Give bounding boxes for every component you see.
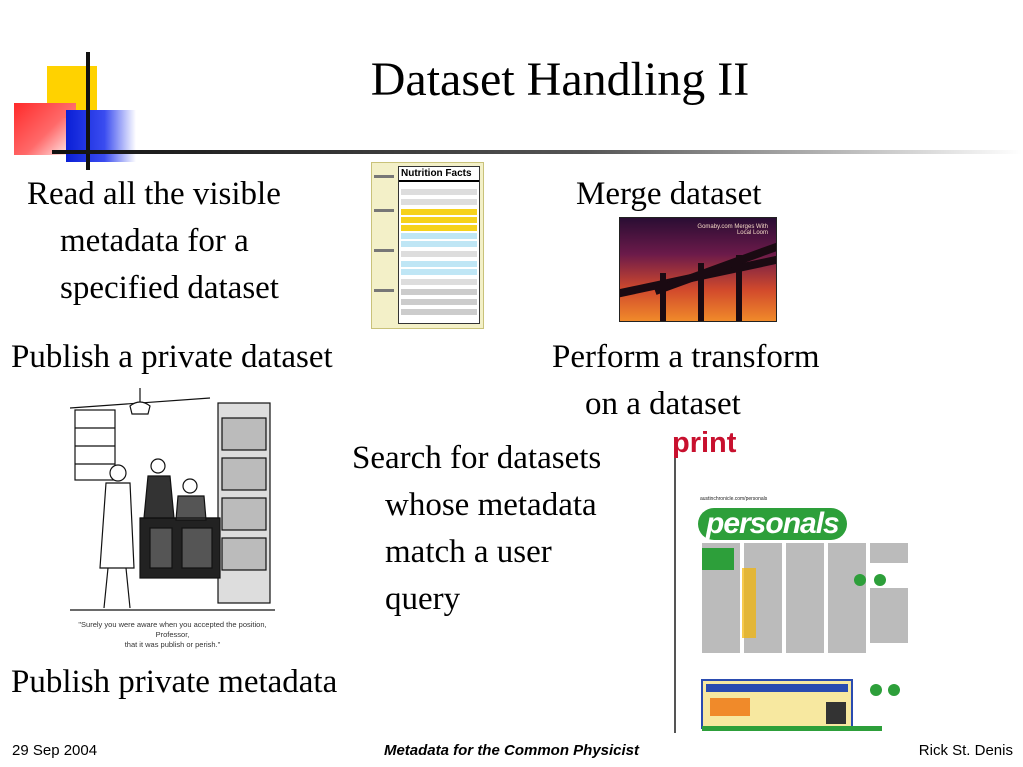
personals-logo: personals [698, 508, 847, 540]
title-underline-rule [52, 150, 1022, 154]
item-read-metadata-line1: Read all the visible [27, 176, 281, 212]
item-publish-private-dataset: Publish a private dataset [11, 339, 333, 375]
bridge-caption: Gomaby.com Merges With Local Loom [697, 224, 768, 236]
item-read-metadata-line3: specified dataset [60, 270, 279, 306]
slide-title: Dataset Handling II [370, 53, 750, 106]
item-search-line2: whose metadata [385, 487, 597, 523]
footer-date: 29 Sep 2004 [12, 742, 98, 759]
item-search-line1: Search for datasets [352, 440, 602, 476]
item-search-line4: query [385, 581, 461, 617]
highway-bridge-image: Gomaby.com Merges With Local Loom [619, 217, 777, 322]
item-transform-line1: Perform a transform [552, 339, 820, 375]
footer-author: Rick St. Denis [918, 742, 1013, 759]
cartoon-caption: "Surely you were aware when you accepted… [78, 620, 267, 649]
corner-vertical-rule [86, 52, 90, 170]
corner-red-square [14, 103, 76, 155]
nutrition-facts-image: Nutrition Facts [371, 162, 484, 329]
personals-url: austinchronicle.com/personals [700, 496, 768, 502]
footer-title: Metadata for the Common Physicist [383, 742, 640, 759]
item-merge-dataset: Merge dataset [576, 176, 762, 212]
publish-or-perish-cartoon: "Surely you were aware when you accepted… [70, 388, 275, 650]
corner-blue-square [66, 110, 136, 162]
print-word: print [672, 428, 737, 459]
personals-newspaper: austinchronicle.com/personals personals [674, 458, 920, 733]
item-transform-line2: on a dataset [585, 386, 741, 422]
personals-page-texture [701, 543, 908, 731]
item-read-metadata-line2: metadata for a [60, 223, 249, 259]
print-personals-image: print austinchronicle.com/personals pers… [670, 428, 920, 733]
item-search-line3: match a user [385, 534, 552, 570]
cartoon-drawing [70, 388, 275, 611]
item-publish-private-metadata: Publish private metadata [11, 664, 338, 700]
nutrition-facts-label: Nutrition Facts [399, 167, 479, 182]
